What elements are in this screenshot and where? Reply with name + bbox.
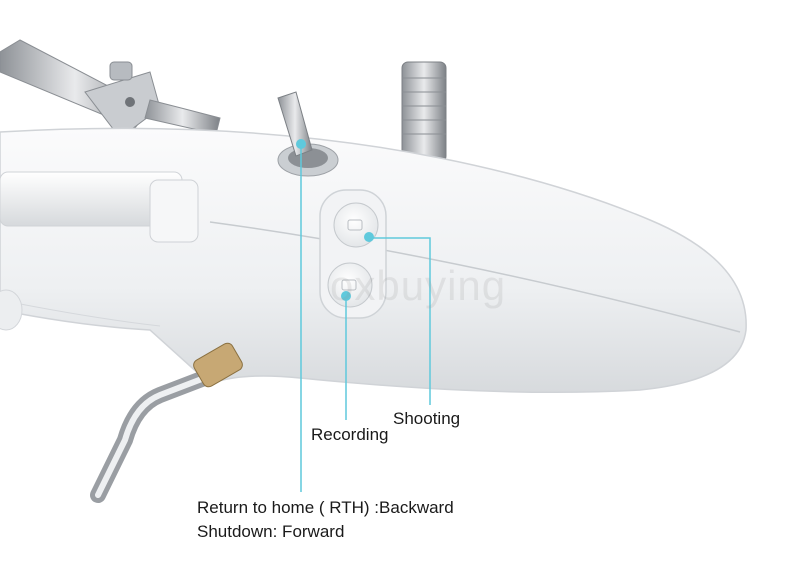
shutdown-label: Shutdown: Forward — [197, 522, 345, 541]
callout-dot-toggle — [296, 139, 306, 149]
callout-dot-shooting — [364, 232, 374, 242]
shooting-label: Shooting — [393, 409, 461, 428]
watermark: oxbuying — [330, 262, 507, 309]
knurled-knob — [401, 61, 447, 163]
side-handle — [0, 171, 199, 331]
rth-label: Return to home ( RTH) :Backward — [197, 498, 454, 517]
recording-button[interactable] — [327, 262, 373, 308]
rth-toggle-switch[interactable] — [277, 91, 339, 177]
metal-stick — [90, 342, 243, 503]
mount-bracket — [0, 39, 221, 139]
recording-label: Recording — [311, 425, 389, 444]
callout-dot-recording — [341, 291, 351, 301]
callout-lines — [300, 145, 431, 492]
